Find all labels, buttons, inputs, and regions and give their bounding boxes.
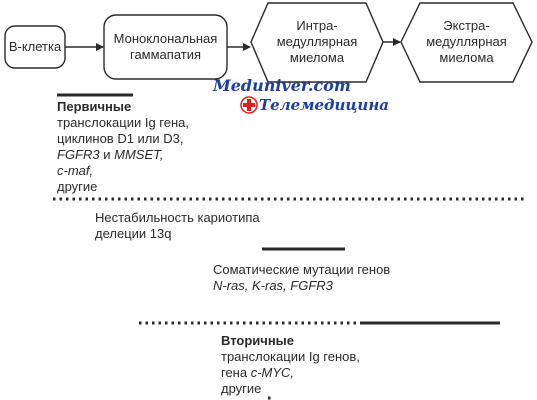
gene-cmyc: c-MYC,: [250, 365, 295, 380]
secondary-title: Вторичные: [221, 333, 295, 348]
medical-cross-icon: [240, 96, 258, 114]
extra-medullary-node: [400, 2, 533, 83]
b-cell-label: B-клетка: [8, 39, 62, 54]
primary-line2: циклинов D1 или D3,: [57, 131, 184, 146]
watermark-site: Meduniver.com: [213, 76, 351, 95]
instability-line2: делеции 13q: [95, 226, 172, 241]
mgus-label: Моноклональная гаммапатия: [104, 31, 227, 63]
extra-label: Экстра- медуллярная миелома: [401, 18, 532, 66]
primary-block: Первичные транслокации Ig гена, циклинов…: [57, 99, 189, 195]
gene-mmset: MMSET,: [114, 147, 164, 162]
somatic-title: Соматические мутации генов: [213, 262, 391, 277]
instability-block: Нестабильность кариотипа делеции 13q: [95, 210, 260, 242]
secondary-block: Вторичные транслокации Ig генов, гена c-…: [221, 333, 360, 397]
intra-label-line1: Интра-: [296, 18, 338, 33]
gene-fgfr3: FGFR3: [57, 147, 100, 162]
secondary-line2-prefix: гена: [221, 365, 251, 380]
intra-label: Интра- медуллярная миелома: [251, 18, 383, 66]
watermark-tele: Телемедицина: [259, 96, 389, 114]
primary-other: другие: [57, 179, 98, 194]
extra-label-line2: медуллярная: [426, 34, 507, 49]
intra-label-line3: миелома: [289, 50, 345, 65]
gene-cmaf: c-maf,: [57, 163, 94, 178]
primary-title: Первичные: [57, 99, 132, 114]
intra-medullary-node: [250, 2, 384, 83]
secondary-line1: транслокации Ig генов,: [221, 349, 360, 364]
primary-line1: транслокации Ig гена,: [57, 115, 189, 130]
primary-genes-line: FGFR3 и MMSET,: [57, 147, 189, 163]
intra-label-line2: медуллярная: [276, 34, 358, 49]
somatic-block: Соматические мутации генов N-ras, K-ras,…: [213, 262, 390, 294]
instability-line1: Нестабильность кариотипа: [95, 210, 260, 225]
extra-label-line3: миелома: [439, 50, 494, 65]
mgus-label-line2: гаммапатия: [129, 47, 202, 62]
mgus-label-line1: Моноклональная: [113, 31, 218, 46]
secondary-line2: гена c-MYC,: [221, 365, 360, 381]
somatic-genes: N-ras, K-ras, FGFR3: [213, 278, 333, 293]
genes-conjunction: и: [99, 147, 115, 162]
extra-label-line1: Экстра-: [443, 18, 490, 33]
secondary-other: другие: [221, 381, 262, 396]
